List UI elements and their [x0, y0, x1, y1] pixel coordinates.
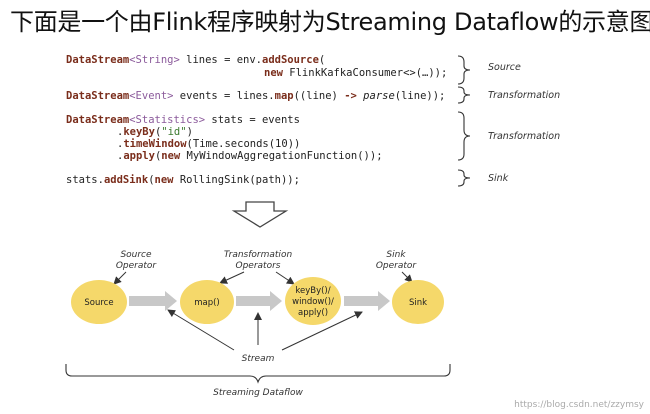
code-line-2: new FlinkKafkaConsumer<>(…));: [264, 67, 448, 79]
sink-node: [392, 280, 444, 324]
brace-sink: [457, 169, 471, 187]
source-operator-label-1: Source: [120, 250, 152, 260]
sink-operator-label-2: Operator: [376, 261, 418, 271]
source-operator-label-2: Operator: [116, 261, 158, 271]
stream-arrow-1: [129, 291, 177, 311]
code-line-5: .keyBy("id"): [117, 126, 193, 138]
code-line-3: DataStream<Event> events = lines.map((li…: [66, 90, 446, 102]
code-line-7: .apply(new MyWindowAggregationFunction()…: [117, 150, 383, 162]
code-line-6: .timeWindow(Time.seconds(10)): [117, 138, 301, 150]
map-node: [180, 280, 234, 324]
transformation-operators-label-1: Transformation: [224, 250, 293, 260]
brace-label-sink: Sink: [488, 173, 509, 184]
source-operator-pointer: [113, 271, 127, 285]
code-line-1: DataStream<String> lines = env.addSource…: [66, 54, 326, 66]
code-line-8: stats.addSink(new RollingSink(path));: [66, 174, 300, 186]
sink-operator-label-1: Sink: [386, 250, 406, 260]
transformation-operators-label-2: Operators: [236, 261, 281, 271]
window-node-label-3: apply(): [298, 308, 328, 318]
watermark: https://blog.csdn.net/zzymsy: [514, 400, 644, 410]
brace-label-transformation-2: Transformation: [488, 131, 561, 142]
brace-transformation-2: [457, 111, 471, 161]
brace-source: [457, 55, 471, 85]
stream-pointer-1: [167, 309, 235, 351]
transformation-pointer-map: [219, 271, 245, 284]
brace-transformation-1: [457, 86, 471, 104]
stream-arrow-3: [344, 291, 390, 311]
dataflow-bracket: [65, 364, 451, 384]
source-node-label: Source: [84, 298, 113, 308]
stream-pointer-3: [281, 311, 363, 351]
window-node: [285, 277, 341, 325]
window-node-label-2: window()/: [292, 297, 334, 307]
window-node-label-1: keyBy()/: [295, 286, 330, 296]
sink-node-label: Sink: [409, 298, 427, 308]
stream-label: Stream: [242, 354, 275, 364]
page-title: 下面是一个由Flink程序映射为Streaming Dataflow的示意图: [10, 8, 650, 36]
down-arrow-icon: [231, 201, 289, 228]
transformation-pointer-window: [275, 271, 295, 285]
sink-operator-pointer: [401, 271, 413, 283]
brace-label-source: Source: [488, 62, 521, 73]
brace-label-transformation-1: Transformation: [488, 90, 561, 101]
source-node: [71, 280, 127, 324]
streaming-dataflow-label: Streaming Dataflow: [213, 388, 303, 398]
stream-arrow-2: [236, 291, 282, 311]
code-line-4: DataStream<Statistics> stats = events: [66, 114, 300, 126]
map-node-label: map(): [194, 298, 220, 308]
